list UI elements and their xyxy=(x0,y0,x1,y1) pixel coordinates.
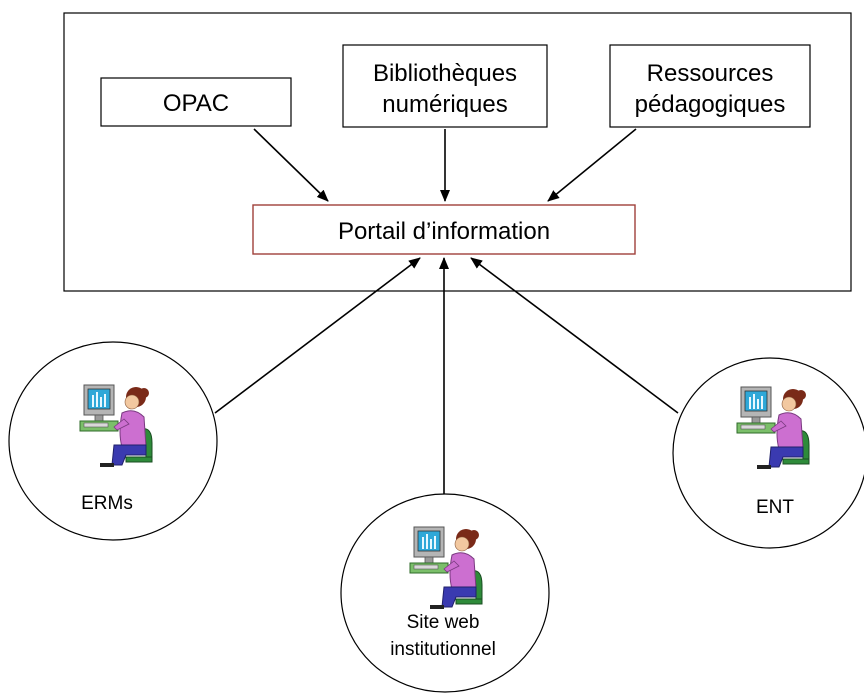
bibliotheques-label-line1: Bibliothèques xyxy=(373,60,517,87)
site-web-node: Site web institutionnel xyxy=(340,493,550,693)
arrow-erms-to-portail xyxy=(214,257,421,414)
ressources-label-line1: Ressources xyxy=(647,60,774,87)
ressources-label-line2: pédagogiques xyxy=(635,91,786,118)
arrow-ent-to-portail xyxy=(470,257,679,414)
site-web-label-line1: Site web xyxy=(407,612,480,633)
arrow-opac-to-portail xyxy=(253,128,329,202)
ent-node: ENT xyxy=(672,357,864,549)
ressources-pedagogiques-box: Ressources pédagogiques xyxy=(609,44,811,128)
portail-label: Portail d’information xyxy=(338,218,550,245)
site-web-label-line2: institutionnel xyxy=(390,639,496,660)
erms-label: ERMs xyxy=(81,493,133,514)
arrow-ressources-to-portail xyxy=(547,128,637,202)
opac-label: OPAC xyxy=(163,90,229,117)
erms-node: ERMs xyxy=(8,341,218,541)
portail-box: Portail d’information xyxy=(252,204,636,255)
bibliotheques-numeriques-box: Bibliothèques numériques xyxy=(342,44,548,128)
ent-label: ENT xyxy=(756,497,794,518)
opac-box: OPAC xyxy=(100,77,292,127)
bibliotheques-label-line2: numériques xyxy=(382,91,507,118)
